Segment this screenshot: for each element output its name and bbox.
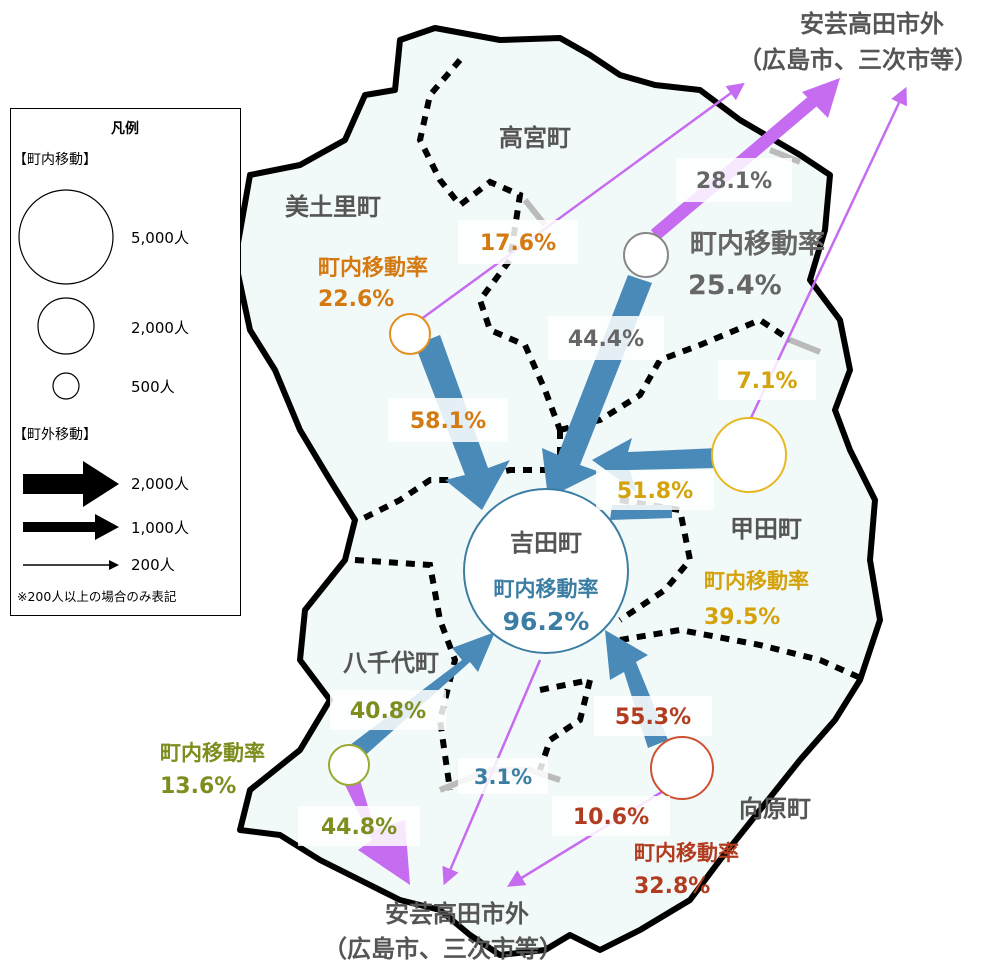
destination-bottom-line2: （広島市、三次市等） [323, 935, 563, 963]
legend-circle-large [18, 189, 114, 285]
flow-line-mitsugi-out [419, 82, 745, 322]
rate-value-yachiyo: 13.6% [160, 774, 236, 799]
town-name-koda: 甲田町 [730, 515, 802, 543]
legend-arrow-large [23, 461, 119, 507]
flow-label-takamiya-out: 28.1% [696, 169, 772, 194]
legend-arrow-small-label: 200人 [131, 556, 175, 574]
rate-value-koda: 39.5% [704, 605, 780, 630]
circle-takamiya [623, 232, 669, 278]
legend-arrow-large-label: 2,000人 [131, 475, 189, 493]
legend-arrow-medium-label: 1,000人 [131, 519, 189, 537]
flow-label-mukaihara-out: 10.6% [573, 805, 649, 830]
rate-label-mukaihara: 町内移動率 [634, 841, 739, 865]
legend-circle-large-label: 5,000人 [131, 229, 189, 247]
legend-inner-heading: 【町内移動】 [13, 152, 97, 168]
legend-circle-medium [37, 297, 95, 355]
legend-title: 凡例 [111, 120, 139, 137]
destination-top-line1: 安芸高田市外 [800, 10, 944, 38]
flow-label-mukaihara-yoshida: 55.3% [615, 705, 691, 730]
circle-mukaihara [650, 736, 714, 800]
town-name-mitsugi: 美土里町 [285, 193, 381, 221]
town-name-mukaihara: 向原町 [739, 795, 811, 823]
rate-label-mitsugi: 町内移動率 [318, 255, 428, 281]
circle-mitsugi [389, 313, 431, 355]
rate-label-yoshida: 町内移動率 [494, 577, 599, 601]
legend-arrow-medium [23, 514, 119, 540]
legend: 凡例 【町内移動】 5,000人 2,000人 500人 【町外移動】 2,00… [10, 108, 241, 616]
legend-circle-medium-label: 2,000人 [131, 319, 189, 337]
circle-koda [711, 417, 787, 493]
legend-circle-small-label: 500人 [131, 378, 175, 396]
flow-label-yoshida-out: 3.1% [474, 765, 532, 789]
rate-label-takamiya: 町内移動率 [690, 228, 825, 260]
flow-label-koda-out: 7.1% [736, 369, 797, 394]
town-name-yachiyo: 八千代町 [343, 649, 439, 677]
flow-label-mitsugi-out: 17.6% [480, 231, 556, 256]
legend-outer-heading: 【町外移動】 [13, 427, 97, 443]
town-name-yoshida: 吉田町 [510, 529, 582, 557]
legend-arrow-small-head [109, 560, 119, 570]
rate-value-yoshida: 96.2% [503, 607, 590, 636]
flow-label-takamiya-yoshida: 44.4% [568, 327, 644, 352]
circle-yoshida [463, 488, 629, 654]
rate-value-mukaihara: 32.8% [634, 874, 710, 899]
rate-label-koda: 町内移動率 [704, 569, 809, 593]
flow-arrowhead-takamiya-out [802, 78, 840, 118]
flow-label-mitsugi-yoshida: 58.1% [410, 409, 486, 434]
legend-circle-small [52, 372, 80, 400]
flow-label-yachiyo-yoshida: 40.8% [350, 699, 426, 724]
destination-bottom-line1: 安芸高田市外 [385, 900, 529, 928]
legend-note: ※200人以上の場合のみ表記 [17, 589, 176, 604]
rate-label-yachiyo: 町内移動率 [160, 741, 265, 765]
rate-value-mitsugi: 22.6% [318, 287, 394, 312]
rate-value-takamiya: 25.4% [688, 270, 782, 301]
circle-yachiyo [328, 744, 370, 786]
town-name-takamiya: 高宮町 [499, 124, 571, 152]
destination-top-line2: （広島市、三次市等） [738, 46, 978, 74]
flow-label-yachiyo-out: 44.8% [321, 815, 397, 840]
flow-label-koda-yoshida: 51.8% [617, 479, 693, 504]
